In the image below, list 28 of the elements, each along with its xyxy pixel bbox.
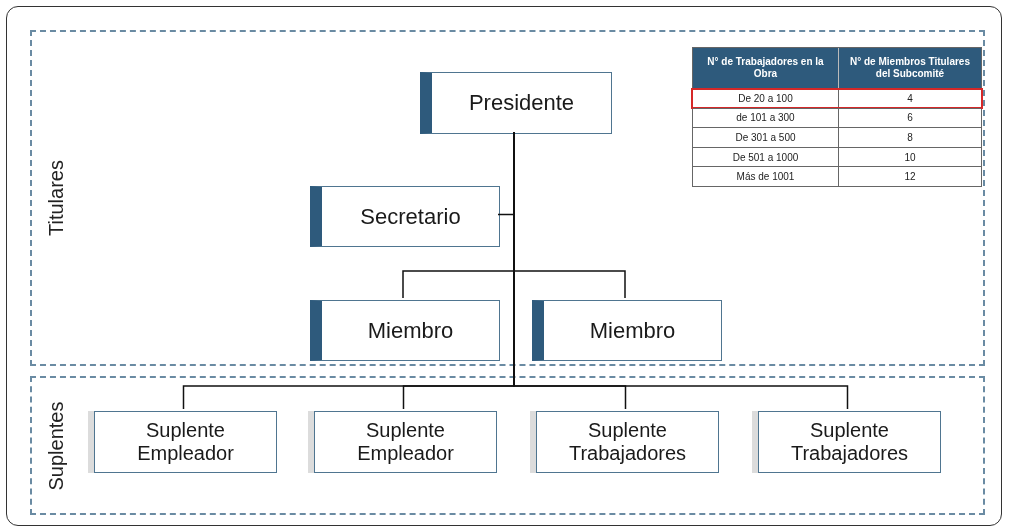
table-cell-text: 6 [906,111,914,126]
role-title: Presidente [468,90,575,116]
role-title: Secretario [360,203,461,230]
table-header-cell-text: N° de Miembros Titulares del Subcomité [849,55,971,81]
role-title: Suplente Empleador [356,419,455,465]
dashed-group-frame [30,376,985,515]
table-cell: de 101 a 300 [693,108,839,128]
table-cell-text: 10 [903,150,917,165]
table-cell-text: 4 [906,91,914,106]
table-cell-text: 8 [906,131,914,145]
table-cell: Más de 1001 [693,167,839,186]
table-cell: De 301 a 500 [693,128,839,147]
dashed-group-frame [30,30,985,366]
group-label: Titulares [44,160,68,236]
role-box [310,300,500,361]
role-title: Miembro [589,317,676,344]
group-label: Suplentes [44,401,68,490]
role-title: Suplente Empleador [136,419,235,465]
table-header-cell: N° de Trabajadores en la Obra [693,48,839,88]
role-box [420,72,612,134]
role-title: Suplente Trabajadores [567,419,688,465]
role-title: Suplente Trabajadores [789,419,910,465]
role-box [532,300,722,361]
table-cell: De 20 a 100 [693,89,839,108]
role-title: Miembro [367,317,454,344]
table-cell-text: 12 [903,170,917,185]
role-box [310,186,500,247]
table-cell: De 501 a 1000 [693,147,839,167]
